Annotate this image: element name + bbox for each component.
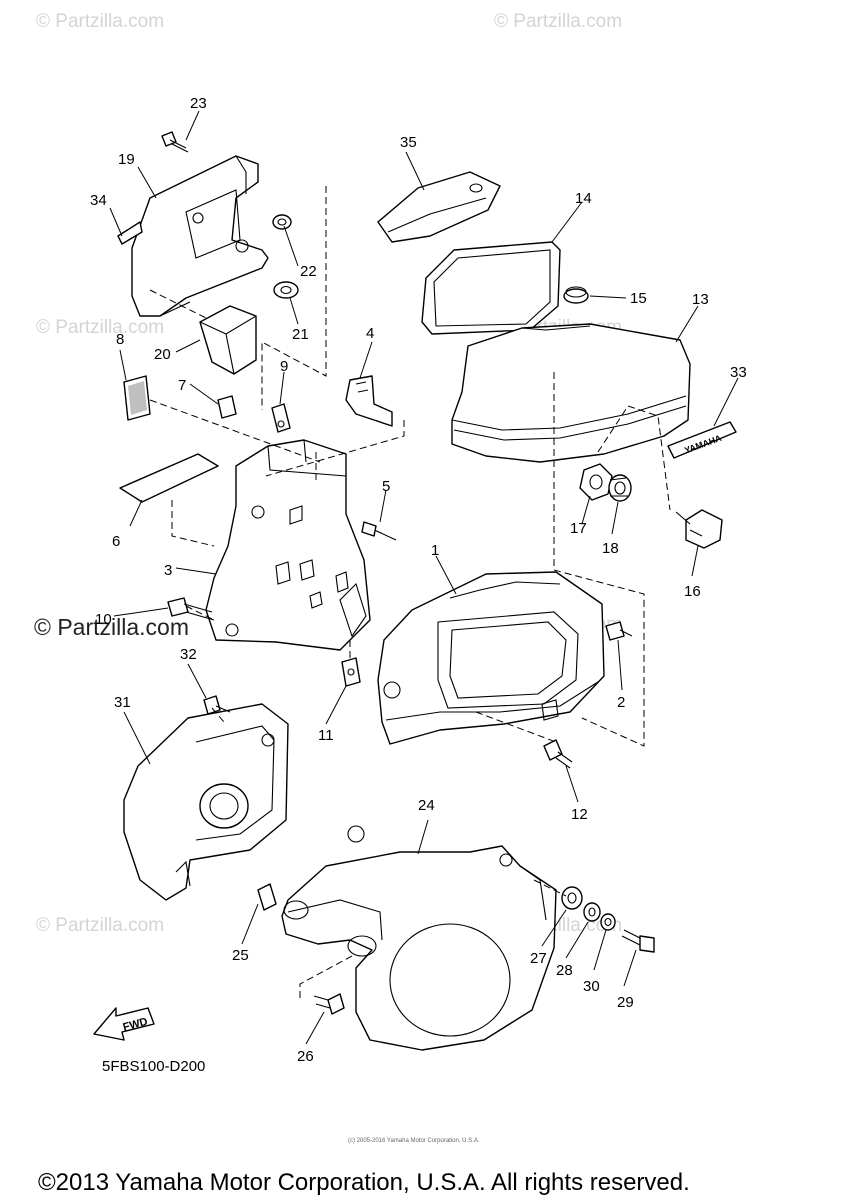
- part-21-grommet: [273, 281, 299, 299]
- callout-27: 27: [530, 950, 547, 967]
- part-7-clip: [217, 395, 237, 419]
- callout-31: 31: [114, 694, 131, 711]
- callout-23: 23: [190, 95, 207, 112]
- callout-21: 21: [292, 326, 309, 343]
- callout-11: 11: [318, 727, 334, 744]
- part-26-screw: [313, 993, 345, 1015]
- callout-18: 18: [602, 540, 619, 557]
- callout-20: 20: [154, 346, 171, 363]
- callout-3: 3: [164, 562, 172, 579]
- part-2-bolt: [605, 621, 633, 641]
- watermark: © Partzilla.com: [36, 11, 164, 32]
- callout-17: 17: [570, 520, 587, 537]
- callout-4: 4: [366, 325, 374, 342]
- callout-10: 10: [95, 611, 112, 628]
- callout-14: 14: [575, 190, 592, 207]
- copyright-notice: ©2013 Yamaha Motor Corporation, U.S.A. A…: [38, 1169, 690, 1196]
- part-34-strap: [117, 221, 143, 245]
- callout-1: 1: [431, 542, 439, 559]
- part-32-bolt: [203, 695, 231, 715]
- part-17-nut: [579, 463, 613, 501]
- part-27-collar: [561, 886, 583, 910]
- callout-2: 2: [617, 694, 625, 711]
- callout-32: 32: [180, 646, 197, 663]
- part-12-bolt: [543, 739, 573, 769]
- part-33-emblem: YAMAHA: [667, 421, 737, 459]
- part-3-battery-box: [205, 439, 371, 651]
- part-30-washer: [600, 913, 616, 931]
- diagram-code: 5FBS100-D200: [102, 1058, 205, 1075]
- watermark: © Partzilla.com: [36, 915, 164, 936]
- part-23-screw: [161, 131, 189, 153]
- part-24-cover: [281, 845, 557, 1051]
- callout-13: 13: [692, 291, 709, 308]
- part-14-panel: [421, 241, 561, 335]
- part-18-bushing: [608, 474, 632, 502]
- part-6-sheet: [119, 453, 219, 503]
- part-15-grommet: [563, 286, 589, 304]
- callout-22: 22: [300, 263, 317, 280]
- callout-6: 6: [112, 533, 120, 550]
- part-31-cover: [123, 703, 365, 901]
- callout-35: 35: [400, 134, 417, 151]
- part-8-pad: [123, 375, 151, 421]
- callout-26: 26: [297, 1048, 314, 1065]
- callout-8: 8: [116, 331, 124, 348]
- callout-12: 12: [571, 806, 588, 823]
- callout-28: 28: [556, 962, 573, 979]
- callout-25: 25: [232, 947, 249, 964]
- small-print: (c) 2005-2016 Yamaha Motor Corporation, …: [348, 1138, 480, 1144]
- watermark: © Partzilla.com: [494, 11, 622, 32]
- part-28-collar: [583, 902, 601, 922]
- part-29-bolt: [621, 929, 655, 953]
- callout-7: 7: [178, 377, 186, 394]
- leader-lines: [109, 110, 739, 1045]
- callout-16: 16: [684, 583, 701, 600]
- part-1-air-box: [377, 571, 605, 745]
- part-22-grommet: [272, 214, 292, 230]
- callout-19: 19: [118, 151, 135, 168]
- callout-29: 29: [617, 994, 634, 1011]
- callout-9: 9: [280, 358, 288, 375]
- part-10-bolt: [167, 597, 215, 621]
- assembly-lines: [149, 186, 671, 998]
- part-25-clip: [257, 883, 277, 911]
- watermark-prominent: © Partzilla.com: [34, 614, 189, 640]
- part-20-block: [199, 305, 257, 375]
- part-5-pin: [361, 521, 397, 541]
- callout-33: 33: [730, 364, 747, 381]
- callout-30: 30: [583, 978, 600, 995]
- part-11-clip: [341, 657, 361, 687]
- callout-15: 15: [630, 290, 647, 307]
- part-4-bracket: [345, 375, 393, 427]
- part-19-cover: [131, 155, 269, 317]
- part-35-pad: [377, 171, 501, 243]
- callout-5: 5: [382, 478, 390, 495]
- callouts: 23 19 34 35 14 22 15 13 21 4 8 20 9 33 7…: [90, 95, 747, 1065]
- part-9-clip: [271, 403, 291, 433]
- part-13-side-cover: [451, 323, 691, 463]
- part-16-lock: [675, 509, 723, 549]
- fwd-arrow-icon: FWD: [93, 1007, 155, 1041]
- callout-34: 34: [90, 192, 107, 209]
- callout-24: 24: [418, 797, 435, 814]
- watermark: © Partzilla.com: [36, 317, 164, 338]
